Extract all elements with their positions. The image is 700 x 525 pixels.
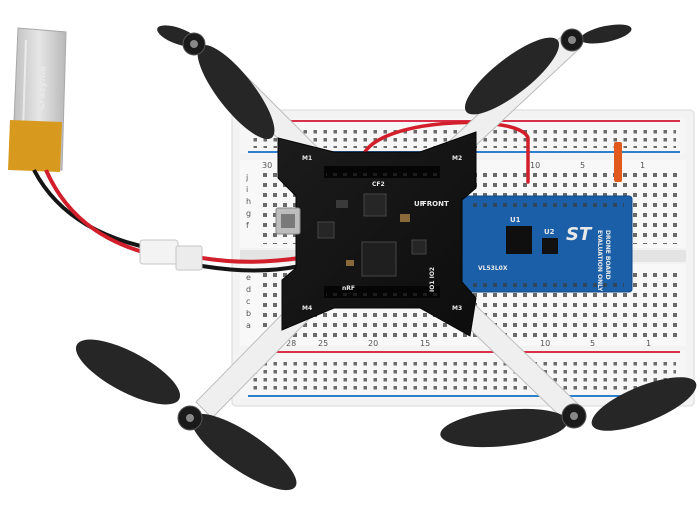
propeller-bottom-left	[75, 339, 297, 491]
breadboard-row-labels: j i h g f e d c b a	[245, 173, 251, 330]
st-ic-label: U1	[510, 216, 521, 224]
col-number: 1	[646, 339, 651, 348]
row-label-b: b	[246, 309, 251, 318]
lipo-battery: Crazyflie	[8, 27, 67, 172]
row-label-j: j	[245, 173, 248, 182]
battery-cable	[32, 169, 301, 273]
pcb-front-label: FRONT	[422, 200, 449, 208]
pcb-nrf-label: nRF	[342, 285, 355, 292]
row-label-d: d	[246, 285, 251, 294]
col-number: 5	[580, 161, 585, 170]
col-number: 5	[590, 339, 595, 348]
row-label-i: i	[246, 185, 248, 194]
orange-jumper	[614, 142, 622, 182]
pcb-m3-label: M3	[452, 305, 462, 312]
col-number: 28	[286, 339, 296, 348]
col-number: 15	[420, 339, 430, 348]
pcb-io-label: IO1 IO2	[429, 267, 436, 292]
battery-label: Crazyflie	[37, 66, 49, 110]
red-jumper-wire	[360, 120, 530, 184]
breadboard-column-numbers-bottom: 28 25 20 15 10 5 1	[286, 339, 651, 348]
st-board-line1: DRONE BOARD	[604, 230, 611, 280]
pcb-m4-label: M4	[302, 305, 312, 312]
propeller-top-right	[464, 24, 632, 115]
pcb-cf-label: CF2	[372, 181, 385, 188]
row-label-a: a	[246, 321, 251, 330]
row-label-f: f	[246, 221, 249, 230]
jst-connector	[139, 239, 203, 271]
st-ic2-label: U2	[544, 228, 555, 236]
pcb-m1-label: M1	[302, 155, 312, 162]
col-number: 10	[530, 161, 540, 170]
propeller-top-left	[157, 25, 275, 140]
row-label-h: h	[246, 197, 251, 206]
pcb-up-label: UP	[414, 200, 425, 208]
col-number: 10	[540, 339, 550, 348]
col-number: 25	[318, 339, 328, 348]
row-label-c: c	[246, 297, 250, 306]
st-evaluation-board: U1 U2 ST DRONE BOARD EVALUATION ONLY VL5…	[461, 195, 633, 293]
pcb-m2-label: M2	[452, 155, 462, 162]
st-board-line2: EVALUATION ONLY	[596, 230, 603, 292]
st-logo: ST	[566, 224, 593, 245]
col-number: 20	[368, 339, 378, 348]
col-number: 1	[640, 161, 645, 170]
propeller-bottom-right	[440, 377, 697, 448]
st-part-label: VL53L0X	[478, 265, 508, 272]
row-label-e: e	[246, 273, 251, 282]
row-label-g: g	[246, 209, 251, 218]
flight-controller-pcb: FRONT UP IO1 IO2 M1 M2 M3 M4 nRF CF2	[275, 131, 477, 337]
col-number: 30	[262, 161, 272, 170]
